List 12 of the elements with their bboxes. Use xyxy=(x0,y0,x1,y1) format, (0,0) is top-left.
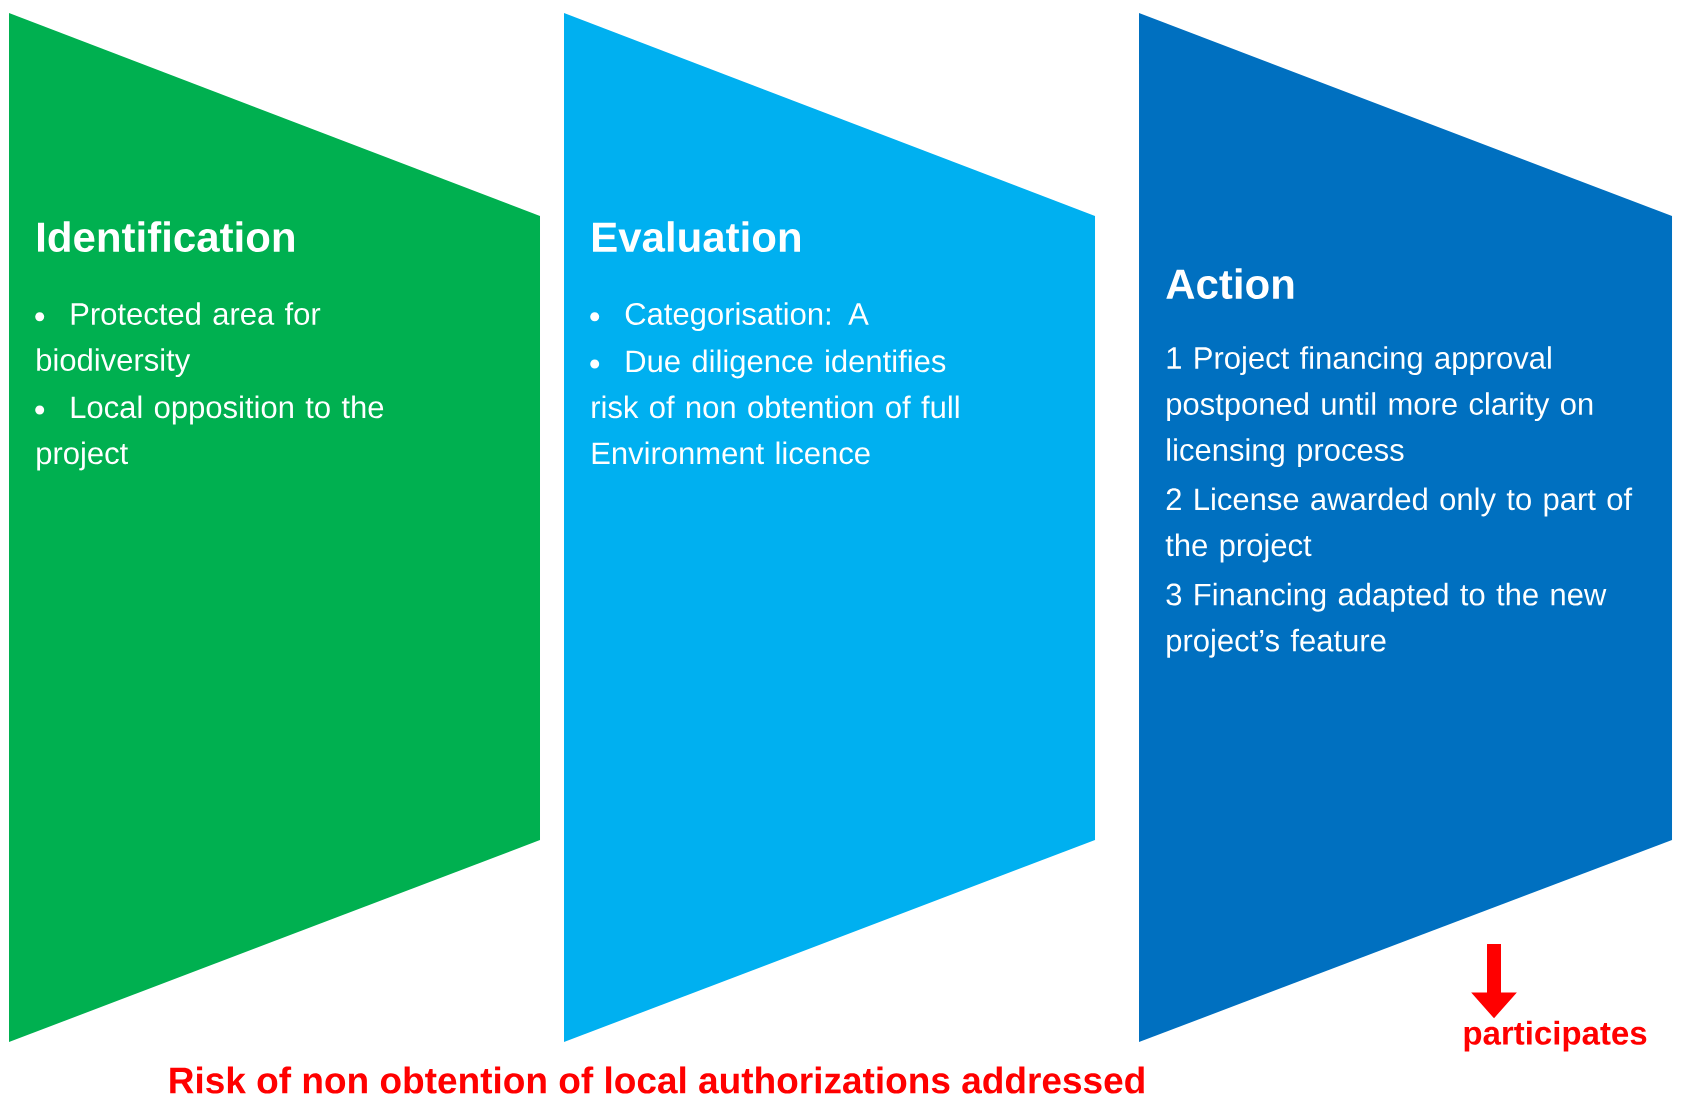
panel-heading: Evaluation xyxy=(593,221,800,253)
numbered-item: 2 License awarded only to part of the project xyxy=(1165,487,1633,563)
caption-text: Risk of non obtention of local authorizations addressed xyxy=(170,1066,1144,1094)
bullet-item: Local opposition to the project xyxy=(35,395,384,471)
panel-heading: Identification xyxy=(38,221,294,253)
bullet-item: Protected area for biodiversity xyxy=(35,302,321,378)
numbered-item: 3 Financing adapted to the new project’s feature xyxy=(1166,582,1607,658)
bullet-item: Categorisation: A xyxy=(590,302,869,332)
panel-heading: Action xyxy=(1166,268,1294,300)
note-text: participates xyxy=(1464,1020,1647,1052)
numbered-item: 1 Project financing approval postponed until more clarity on licensing process xyxy=(1167,346,1593,468)
bullet-item: Due diligence identifies risk of non obtention of full Environment licence xyxy=(590,349,959,465)
